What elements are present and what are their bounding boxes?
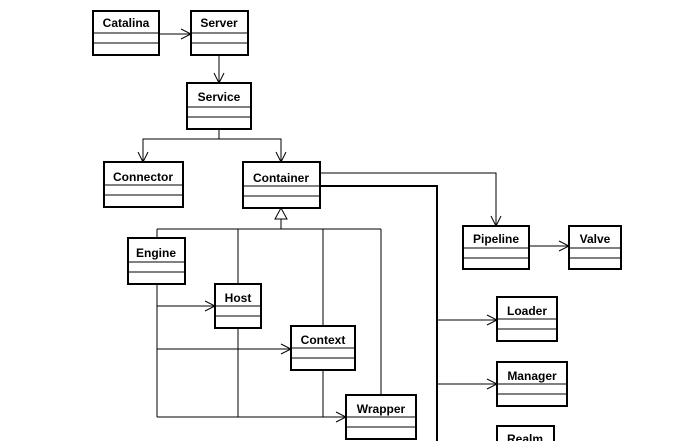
class-engine-label: Engine	[136, 246, 176, 260]
class-context-label: Context	[301, 333, 346, 347]
class-valve-label: Valve	[580, 232, 611, 246]
class-service[interactable]: Service	[186, 82, 252, 130]
class-connector[interactable]: Connector	[103, 161, 184, 208]
association-service-container	[219, 138, 281, 162]
class-valve[interactable]: Valve	[568, 225, 622, 270]
class-loader-label: Loader	[507, 304, 547, 318]
association-container-bus	[320, 185, 438, 441]
class-pipeline[interactable]: Pipeline	[462, 225, 530, 270]
association-service-connector	[143, 129, 220, 162]
class-manager[interactable]: Manager	[496, 361, 568, 407]
class-container-label: Container	[253, 171, 309, 185]
class-container[interactable]: Container	[242, 161, 321, 209]
association-container-pipeline	[320, 172, 496, 226]
class-wrapper-label: Wrapper	[357, 402, 406, 416]
class-realm-label: Realm	[507, 432, 543, 441]
class-server[interactable]: Server	[190, 10, 249, 56]
class-catalina-label: Catalina	[103, 16, 150, 30]
class-service-label: Service	[198, 90, 241, 104]
class-context[interactable]: Context	[290, 325, 356, 371]
class-engine[interactable]: Engine	[127, 237, 186, 285]
connectors	[143, 34, 569, 441]
class-server-label: Server	[200, 16, 238, 30]
class-realm[interactable]: Realm	[496, 425, 555, 441]
class-host[interactable]: Host	[214, 283, 262, 329]
class-host-label: Host	[225, 291, 252, 305]
class-manager-label: Manager	[507, 369, 557, 383]
class-connector-label: Connector	[113, 170, 173, 184]
class-loader[interactable]: Loader	[496, 296, 558, 342]
class-wrapper[interactable]: Wrapper	[345, 394, 417, 440]
class-pipeline-label: Pipeline	[473, 232, 519, 246]
class-catalina[interactable]: Catalina	[92, 10, 160, 56]
inheritance-arrowhead	[274, 206, 288, 220]
